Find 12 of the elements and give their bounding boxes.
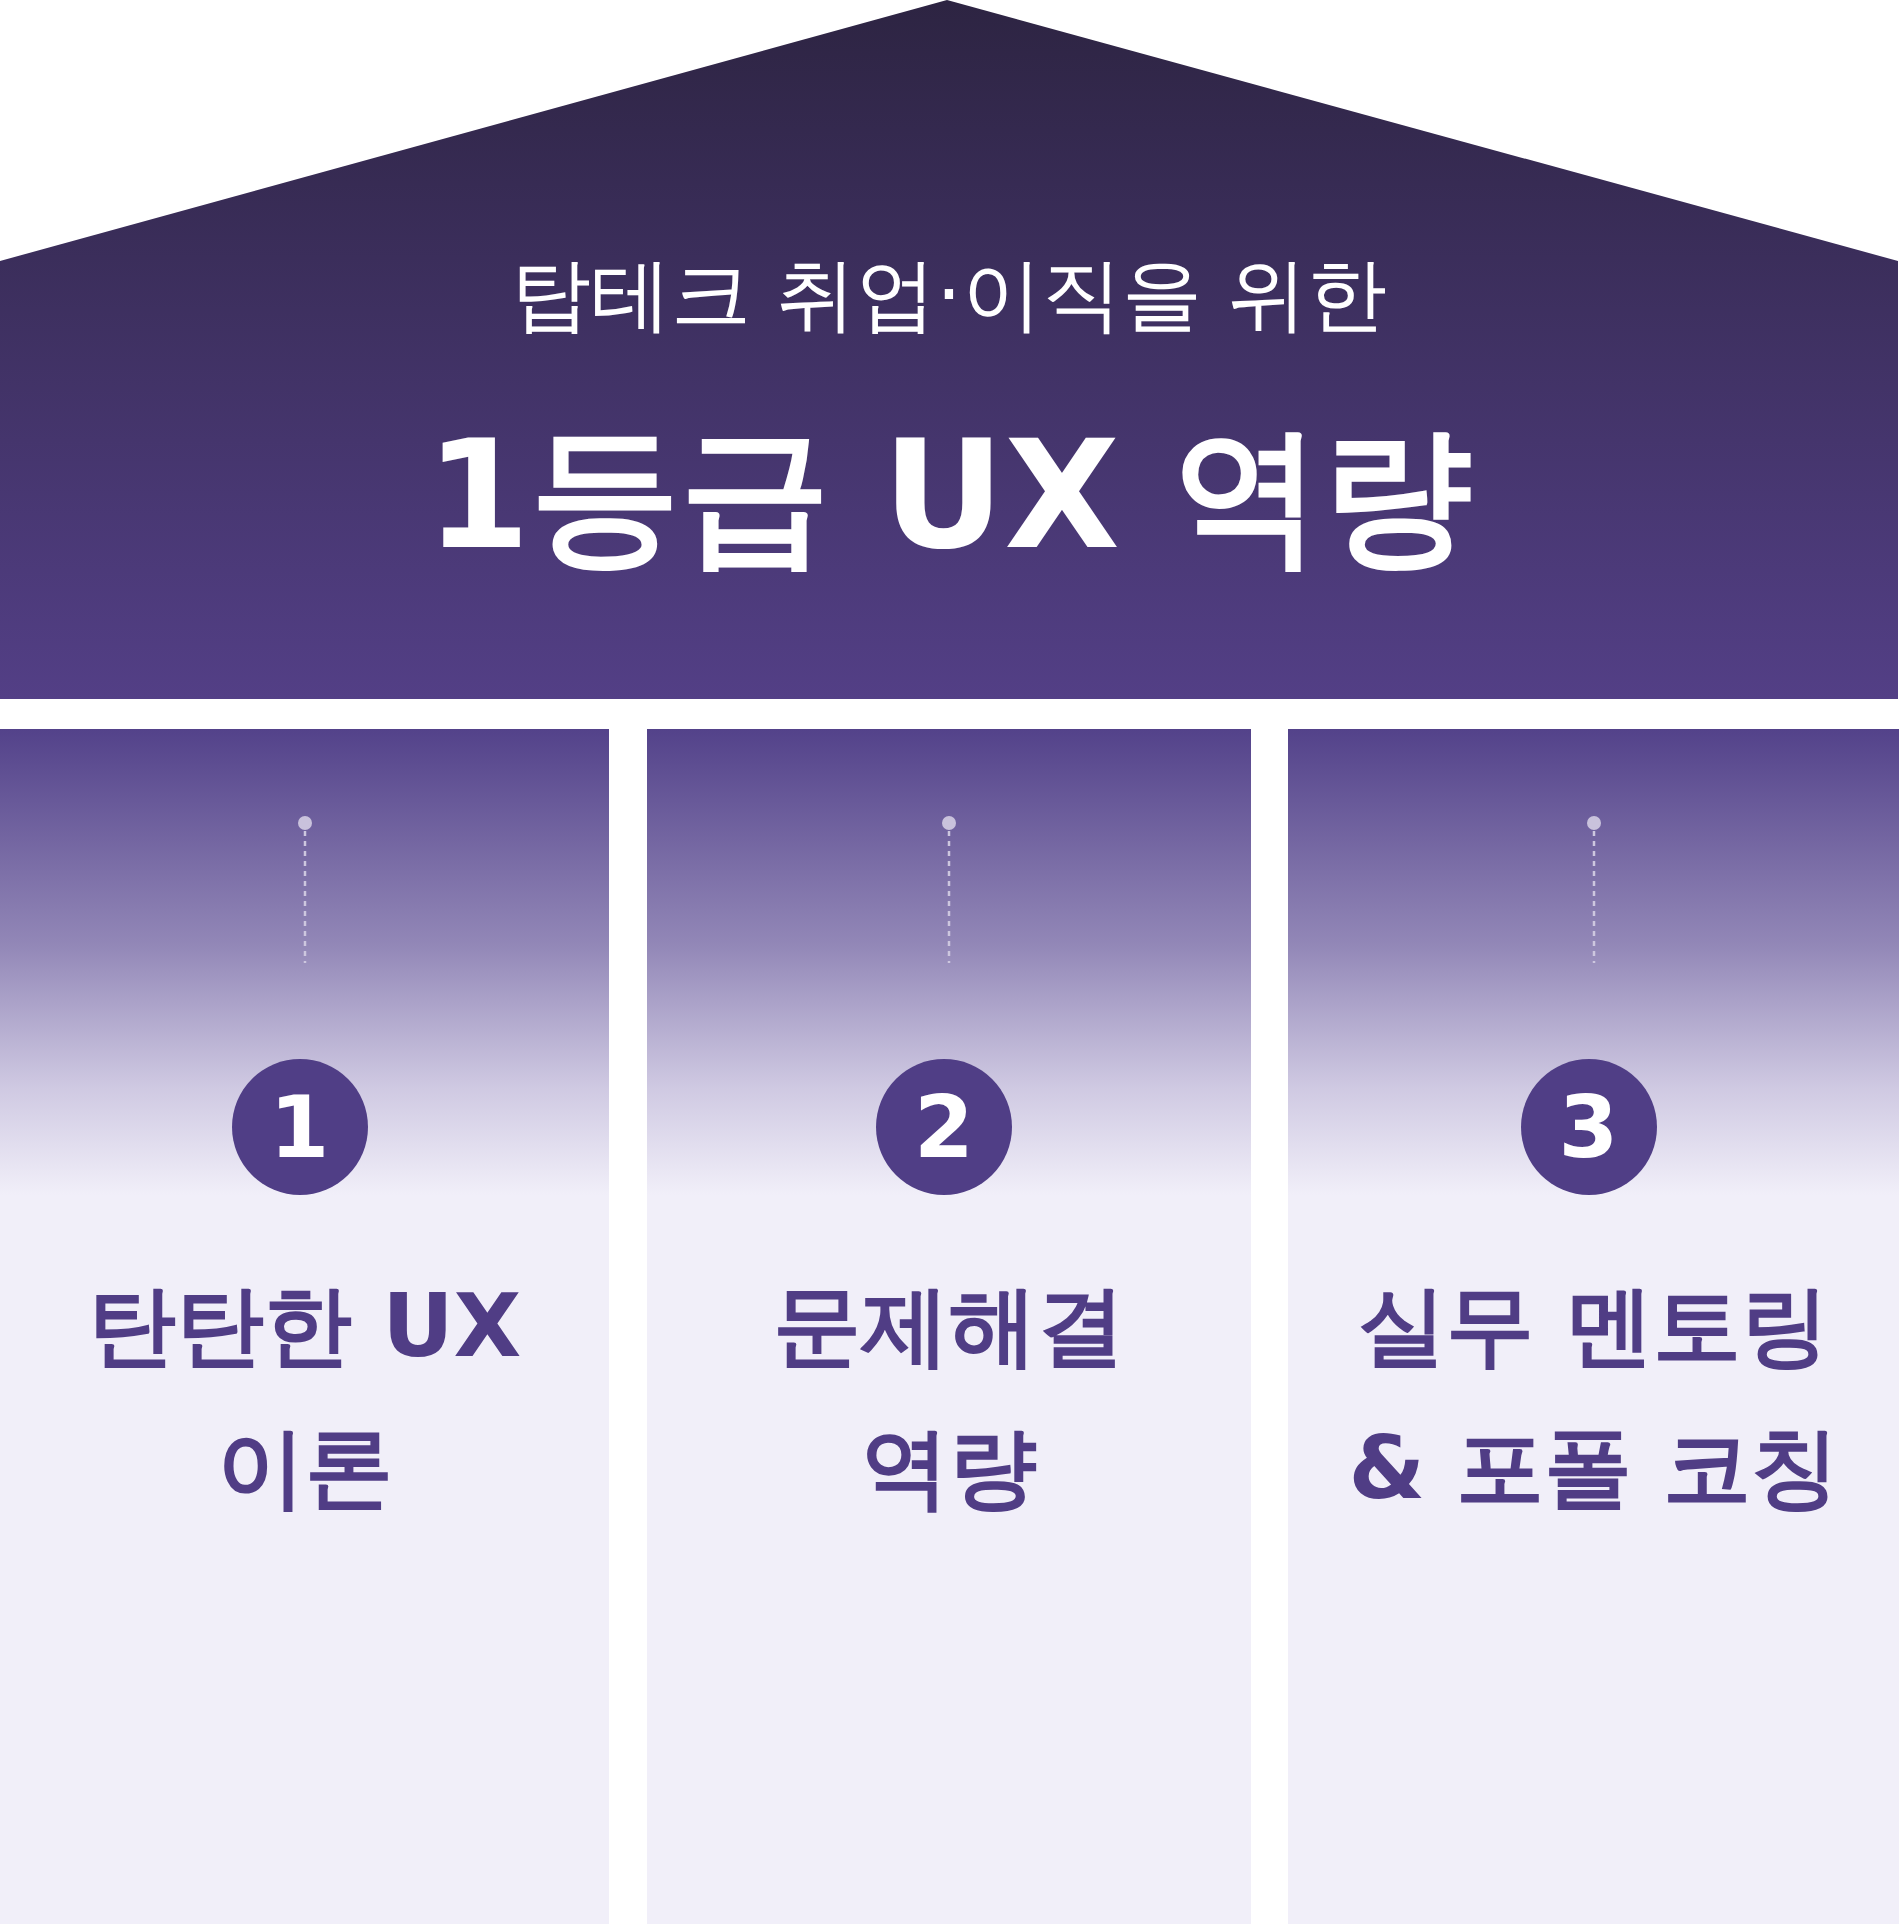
number-badge: 2 <box>876 1059 1012 1195</box>
number-badge: 3 <box>1520 1059 1657 1195</box>
number-badge: 1 <box>231 1059 368 1195</box>
pillar <box>1288 729 1899 1924</box>
pillar-title: 실무 멘토링 & 포폴 코칭 <box>1347 1273 1840 1521</box>
pillar-title: 탄탄한 UX 이론 <box>86 1273 523 1521</box>
roof-banner <box>0 0 1898 699</box>
subtitle: 탑테크 취업·이직을 위한 <box>509 247 1389 343</box>
pillar <box>0 729 609 1924</box>
pillar <box>647 729 1251 1924</box>
pillar-title: 문제해결 역량 <box>772 1273 1126 1521</box>
main-title: 1등급 UX 역량 <box>424 407 1474 584</box>
